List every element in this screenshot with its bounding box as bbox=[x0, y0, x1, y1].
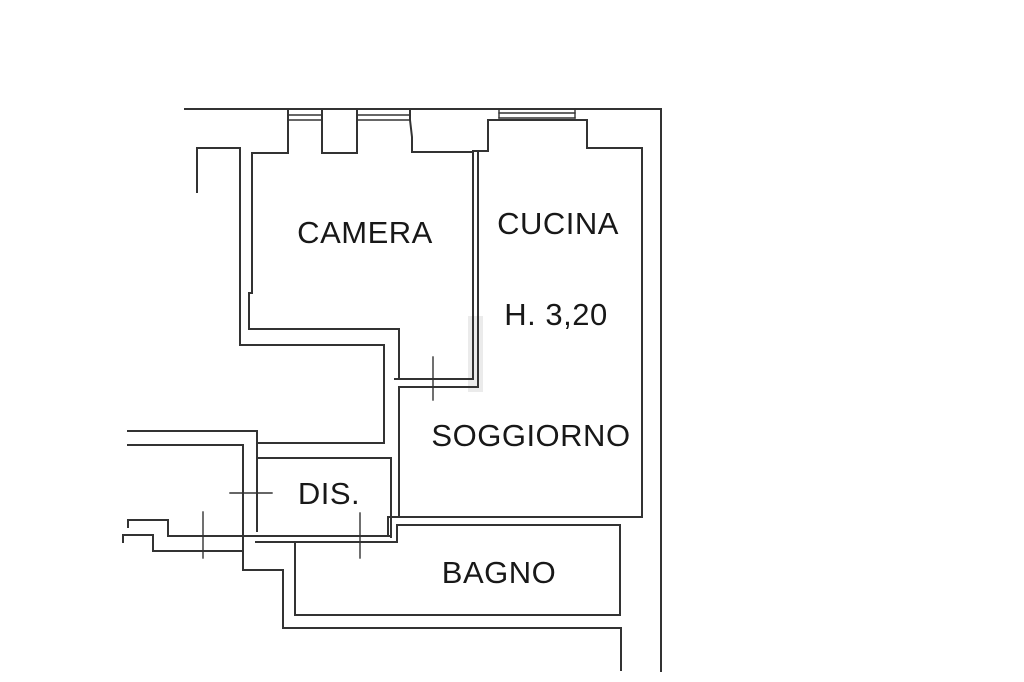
plan-line bbox=[127, 444, 244, 552]
room-label-cucina-ceiling-height: H. 3,20 bbox=[504, 297, 608, 332]
plan-line bbox=[127, 519, 391, 537]
plan-line bbox=[248, 328, 400, 380]
room-label-soggiorno: SOGGIORNO bbox=[431, 418, 631, 453]
plan-line bbox=[184, 108, 662, 672]
room-label-disimpegno: DIS. bbox=[297, 476, 361, 511]
watermark-blob bbox=[468, 316, 483, 392]
plan-line bbox=[122, 534, 244, 552]
plan-line bbox=[487, 119, 643, 518]
plan-line bbox=[127, 430, 385, 444]
room-label-camera: CAMERA bbox=[297, 215, 433, 250]
plan-line bbox=[396, 524, 621, 616]
plan-line bbox=[239, 344, 385, 444]
room-label-cucina: CUCINA bbox=[497, 206, 619, 241]
plan-line bbox=[248, 152, 253, 330]
plan-line bbox=[242, 550, 622, 671]
door-ticks-group bbox=[202, 356, 434, 559]
plan-line bbox=[256, 442, 392, 459]
windows-group bbox=[287, 108, 576, 121]
room-label-bagno: BAGNO bbox=[441, 555, 557, 590]
walls-group bbox=[122, 108, 662, 672]
